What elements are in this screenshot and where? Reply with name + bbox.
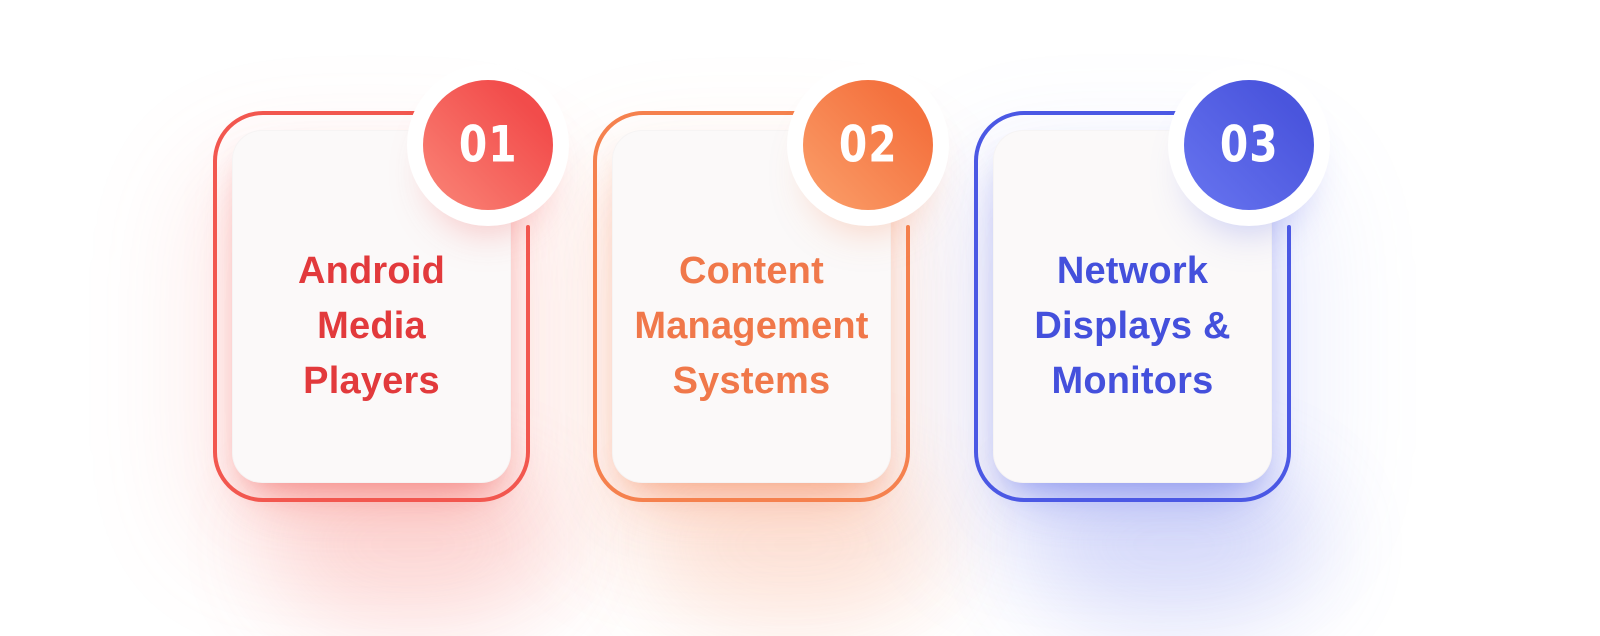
title-line: Systems xyxy=(672,360,831,402)
card-content-management-systems: Content Management Systems 02 xyxy=(565,80,942,627)
title-line: Network xyxy=(1056,250,1209,292)
title-line: Monitors xyxy=(1051,360,1214,402)
title-line: Displays & xyxy=(1034,305,1231,347)
card-network-displays-monitors: Network Displays & Monitors 03 xyxy=(946,80,1323,627)
title-line: Media xyxy=(317,305,426,347)
card-android-media-players: Android Media Players 01 xyxy=(185,80,562,627)
card-title: Network Displays & Monitors xyxy=(1034,244,1230,409)
card-outline xyxy=(213,111,530,502)
card-title: Content Management Systems xyxy=(634,244,868,409)
title-line: Management xyxy=(634,305,869,347)
step-number: 02 xyxy=(838,115,898,173)
step-number-badge: 02 xyxy=(803,80,933,210)
card-title: Android Media Players xyxy=(298,244,445,409)
step-number: 03 xyxy=(1219,115,1279,173)
card-outline xyxy=(974,111,1291,502)
title-line: Players xyxy=(303,360,440,402)
card-outline xyxy=(593,111,910,502)
card-body: Network Displays & Monitors xyxy=(993,130,1272,483)
step-number: 01 xyxy=(458,115,518,173)
step-number-badge: 01 xyxy=(423,80,553,210)
step-number-badge: 03 xyxy=(1184,80,1314,210)
title-line: Content xyxy=(679,250,824,292)
title-line: Android xyxy=(297,250,446,292)
